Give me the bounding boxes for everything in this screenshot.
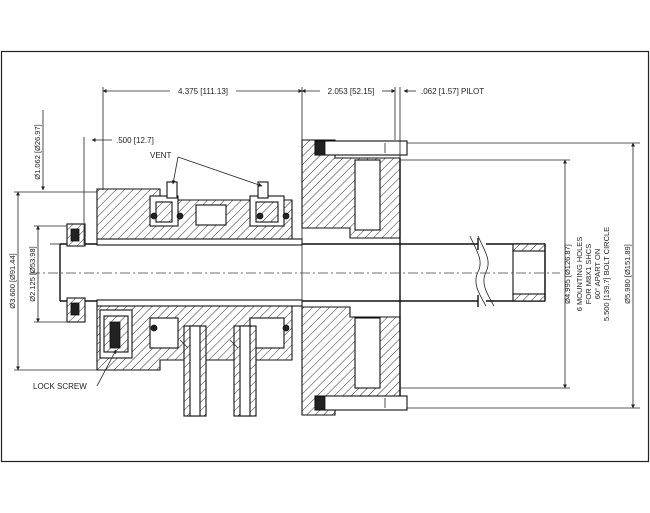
lock-screw-label: LOCK SCREW [33, 382, 87, 391]
dim-dia-4995: Ø4.995 [Ø126.87] [563, 244, 572, 304]
mounting-note-line-3: 60° APART ON [593, 249, 602, 300]
dim-flange-length: 2.053 [52.15] [328, 87, 375, 96]
dim-dia-5980: Ø5.980 [Ø151.89] [623, 244, 632, 304]
mounting-note-line-1: 6 MOUNTING HOLES [575, 237, 584, 312]
dim-dia-3600: Ø3.600 [Ø91.44] [8, 253, 17, 308]
mounting-note-line-2: FOR M8X1 SHCS [584, 244, 593, 304]
bolt-top [314, 140, 408, 156]
bolt-bottom [314, 395, 408, 411]
dim-offset: .500 [12.7] [116, 136, 154, 145]
mounting-note-line-4: 5.500 [139.7] BOLT CIRCLE [602, 227, 611, 321]
dim-dia-2125: Ø2.125 [Ø53.98] [28, 246, 37, 301]
vent-label: VENT [150, 151, 171, 160]
seal-assembly [59, 139, 546, 417]
dim-top-length: 4.375 [111.13] [178, 87, 228, 96]
dim-dia-1062: Ø1.062 [Ø26.97] [33, 124, 42, 179]
drawing-border [0, 50, 650, 463]
dim-pilot: .062 [1.57] PILOT [421, 87, 484, 96]
